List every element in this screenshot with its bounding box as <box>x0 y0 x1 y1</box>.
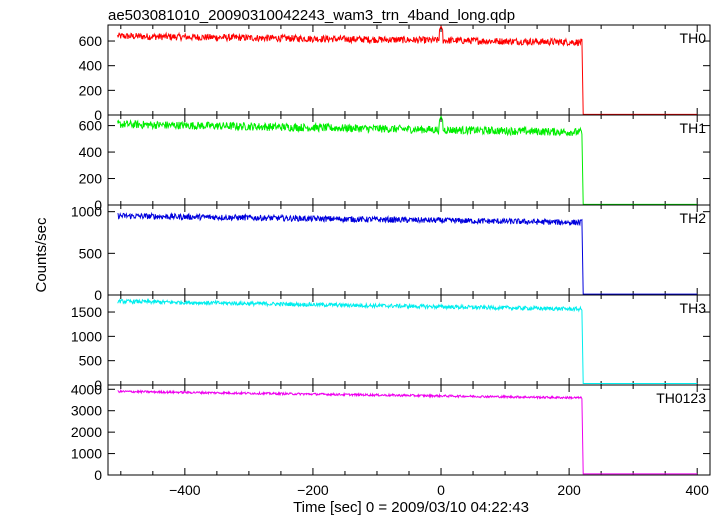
panel-frame <box>107 114 711 206</box>
y-tick-label: 0 <box>94 197 102 213</box>
x-axis-label: Time [sec] 0 = 2009/03/10 04:22:43 <box>293 499 529 516</box>
panel-label: TH0123 <box>656 390 706 406</box>
panel-label: TH3 <box>680 300 707 316</box>
x-tick-label: −200 <box>297 482 329 498</box>
panel-frame <box>107 384 711 476</box>
panel-th1: 0 200 400 600 TH1 <box>79 114 711 213</box>
y-tick-label: 3000 <box>71 403 102 419</box>
panel-th0: 0 200 400 600 TH0 <box>79 24 711 123</box>
y-tick-label: 1000 <box>71 446 102 462</box>
y-tick-label: 200 <box>79 82 103 98</box>
x-tick-label: 0 <box>437 482 445 498</box>
x-axis-ticks: −400 −200 0 200 400 <box>169 482 709 498</box>
x-tick-label: 200 <box>557 482 581 498</box>
y-tick-label: 0 <box>94 107 102 123</box>
chart-title: ae503081010_20090310042243_wam3_trn_4ban… <box>108 7 515 24</box>
y-tick-label: 2000 <box>71 424 102 440</box>
y-tick-label: 500 <box>79 245 103 261</box>
y-tick-label: 0 <box>94 377 102 393</box>
y-tick-label: 600 <box>79 33 103 49</box>
panel-th2: 0 500 1000 TH2 <box>71 204 711 303</box>
panel-label: TH0 <box>680 30 707 46</box>
x-tick-label: 400 <box>686 482 710 498</box>
y-tick-label: 1000 <box>71 204 102 220</box>
y-tick-label: 600 <box>79 118 103 134</box>
y-tick-label: 400 <box>79 144 103 160</box>
y-axis-label: Counts/sec <box>33 217 50 293</box>
y-tick-label: 0 <box>94 467 102 483</box>
x-tick-label: −400 <box>169 482 201 498</box>
panel-label: TH1 <box>680 120 707 136</box>
y-tick-label: 4000 <box>71 381 102 397</box>
series-line-th2 <box>117 211 698 295</box>
y-tick-label: 0 <box>94 287 102 303</box>
y-tick-label: 500 <box>79 353 103 369</box>
series-line-th1 <box>117 115 698 205</box>
y-tick-label: 200 <box>79 171 103 187</box>
series-line-th0123 <box>117 388 698 475</box>
y-tick-label: 400 <box>79 58 103 74</box>
y-tick-label: 1000 <box>71 328 102 344</box>
series-line-th3 <box>117 298 698 385</box>
y-tick-label: 1500 <box>71 304 102 320</box>
panel-label: TH2 <box>680 210 707 226</box>
series-line-th0 <box>117 25 698 115</box>
panel-frame <box>107 294 711 386</box>
panel-th3: 0 500 1000 1500 TH3 <box>71 294 711 393</box>
